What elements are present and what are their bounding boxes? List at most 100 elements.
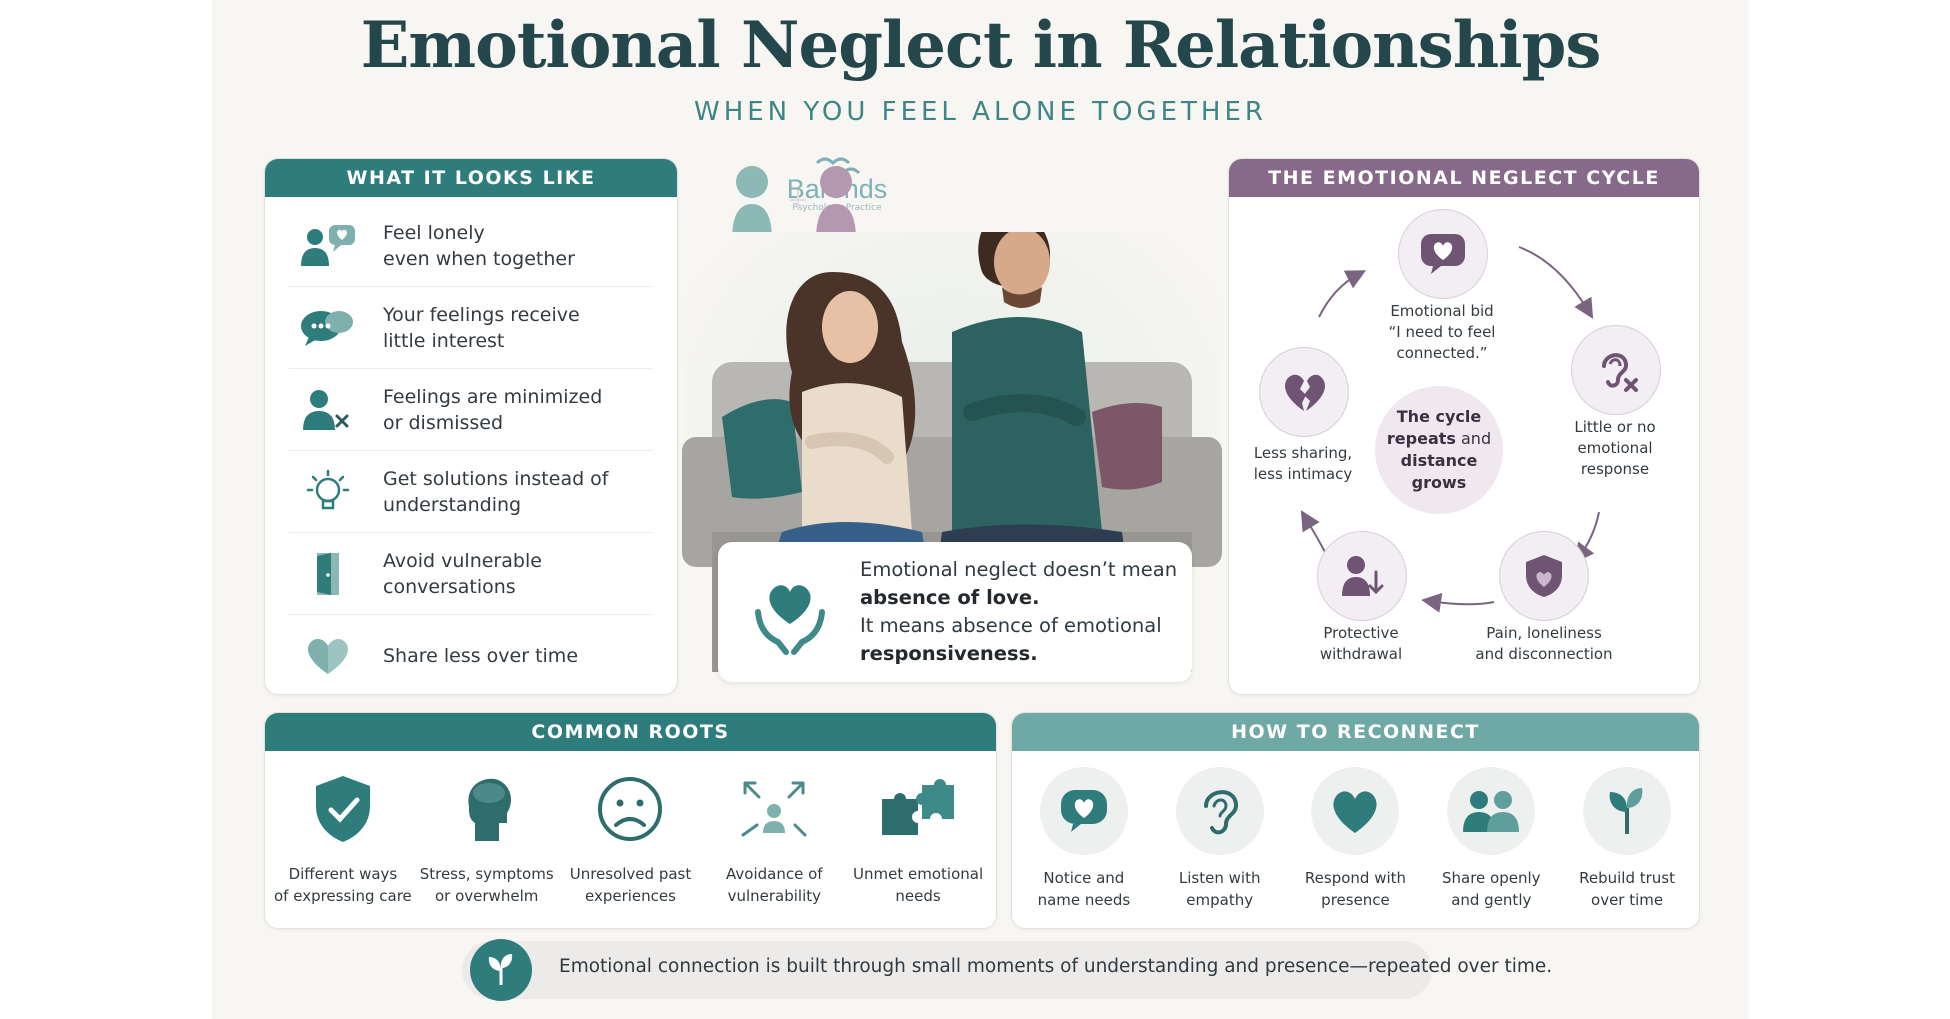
root-item: Avoidance of vulnerability [704,769,844,907]
speech-bubbles-icon [299,302,357,354]
cycle-heading: THE EMOTIONAL NEGLECT CYCLE [1229,159,1699,197]
cycle-arrows [1300,246,1600,613]
sprout-icon [488,954,513,985]
lonely-person-icon [299,220,357,272]
faded-heart-icon [299,630,357,682]
footer-icon-circle [470,939,532,1001]
person-down-icon [1342,556,1384,596]
cycle-center-line: distance [1400,451,1478,470]
callout-line1-bold: absence of love. [860,586,1040,609]
heart-hands-icon [755,585,825,655]
callout-line1: Emotional neglect doesn’t mean [860,558,1178,581]
list-item: Avoid vulnerable conversations [289,533,653,615]
looks-like-heading: WHAT IT LOOKS LIKE [265,159,677,197]
list-item-text: Feel lonely even when together [383,221,575,270]
reconnect-item: Respond with presence [1290,767,1420,911]
list-item-text: Avoid vulnerable conversations [383,549,542,598]
lightbulb-icon [299,466,357,518]
cycle-step [1398,209,1488,299]
list-item-text: Your feelings receive little interest [383,303,580,352]
list-item: Feel lonely even when together [289,205,653,287]
cycle-step-label: Emotional bid “I need to feel connected.… [1349,301,1535,364]
common-roots-card: COMMON ROOTS Different ways of expressin… [264,712,997,929]
list-item: Get solutions instead of understanding [289,451,653,533]
root-item: Unresolved past experiences [560,769,700,907]
looks-like-card: WHAT IT LOOKS LIKE Feel lonely even when… [264,158,678,695]
heart-bubble-icon [1060,790,1107,832]
ear-icon [1203,790,1238,835]
cycle-step-label-line: emotional [1577,439,1653,457]
reconnect-item-text: Notice and name needs [1037,869,1131,909]
cycle-step-label-line: “I need to feel [1388,323,1496,341]
reconnect-card: HOW TO RECONNECT Notice and name needs L… [1011,712,1700,929]
cycle-step [1571,325,1661,415]
key-message-callout: Emotional neglect doesn’t mean absence o… [718,542,1192,682]
root-item: Unmet emotional needs [848,769,988,907]
cycle-center-line: and [1461,429,1492,448]
reconnect-item-text: Share openly and gently [1442,869,1541,909]
broken-heart-icon [1285,374,1325,411]
list-item: Share less over time [289,615,653,694]
footer-bar [462,941,1432,999]
cycle-step-label: Protective withdrawal [1279,623,1443,665]
arrows-out-icon [741,781,807,837]
sprout-icon [1609,788,1643,834]
door-icon [299,548,357,600]
root-item-text: Unmet emotional needs [853,865,984,905]
cycle-card: THE EMOTIONAL NEGLECT CYCLE Emotional bi… [1228,158,1700,695]
cycle-step-label-line: response [1580,460,1650,478]
list-item-text: Feelings are minimized or dismissed [383,385,603,434]
shield-check-icon [315,776,370,842]
root-item-text: Stress, symptoms or overwhelm [419,865,554,905]
root-item: Stress, symptoms or overwhelm [417,769,557,907]
cycle-step-label: Pain, loneliness and disconnection [1459,623,1629,665]
root-item-text: Avoidance of vulnerability [726,865,823,905]
cycle-center-line: repeats [1386,429,1456,448]
reconnect-item: Notice and name needs [1019,767,1149,911]
infographic-page: Emotional Neglect in Relationships WHEN … [212,0,1749,1019]
reconnect-item-text: Rebuild trust over time [1579,869,1676,909]
cycle-center-line: grows [1411,473,1467,492]
root-item-text: Unresolved past experiences [569,865,692,905]
ear-cross-icon [1602,353,1638,392]
callout-text: Emotional neglect doesn’t mean absence o… [860,556,1180,668]
cycle-step-label-line: Emotional bid [1390,302,1494,320]
list-item-text: Get solutions instead of understanding [383,467,609,516]
shield-icon [1526,555,1562,597]
two-people-icon [1463,791,1520,832]
reconnect-item-text: Listen with empathy [1178,869,1261,909]
cycle-step-label-line: Little or no [1574,418,1656,436]
reconnect-item-text: Respond with presence [1304,869,1407,909]
head-cloud-icon [468,778,511,841]
cycle-step-label-line: connected.” [1396,344,1488,362]
puzzle-icon [882,779,955,835]
list-item: Feelings are minimized or dismissed [289,369,653,451]
cycle-step-label-line: Less sharing, [1253,444,1353,462]
cycle-step-label-line: Protective [1323,624,1399,642]
reconnect-item: Listen with empathy [1155,767,1285,911]
page-title: Emotional Neglect in Relationships [360,8,1602,83]
callout-line2-bold: responsiveness. [860,642,1038,665]
cycle-step-label: Little or no emotional response [1549,417,1681,480]
reconnect-heading: HOW TO RECONNECT [1012,713,1699,751]
root-item: Different ways of expressing care [273,769,413,907]
list-item-text: Share less over time [383,644,579,667]
list-item: Your feelings receive little interest [289,287,653,369]
cycle-step [1259,347,1349,437]
sad-face-icon [598,777,663,841]
reconnect-item: Share openly and gently [1426,767,1556,911]
heart-icon [1333,791,1378,833]
couple-icon [732,166,856,240]
root-item-text: Different ways of expressing care [274,865,412,905]
common-roots-heading: COMMON ROOTS [265,713,996,751]
footer-text: Emotional connection is built through sm… [559,956,1553,977]
cycle-step-label-line: less intimacy [1253,465,1353,483]
page-subtitle: WHEN YOU FEEL ALONE TOGETHER [694,97,1267,127]
cycle-step-label-line: Pain, loneliness [1486,624,1602,642]
cycle-step [1317,531,1407,621]
cycle-center-line: The cycle [1396,407,1482,426]
cycle-step-label-line: and disconnection [1475,645,1613,663]
cycle-step-label: Less sharing, less intimacy [1233,443,1373,485]
reconnect-item: Rebuild trust over time [1562,767,1692,911]
person-dismissed-icon [299,384,357,436]
